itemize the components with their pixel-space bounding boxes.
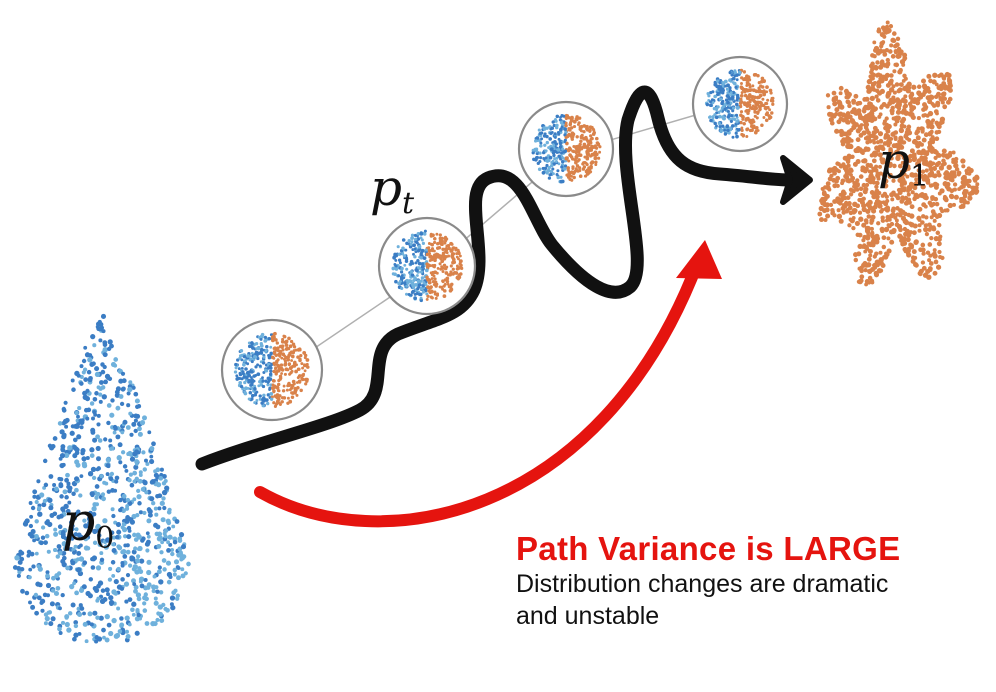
label-pt: pt (370, 159, 415, 221)
caption-block: Path Variance is LARGE Distribution chan… (516, 530, 986, 632)
label-p1: p1 (878, 132, 929, 194)
linear-interpolation-guide (271, 101, 741, 378)
caption-line-2: and unstable (516, 602, 660, 630)
wavy-probability-path (195, 85, 797, 471)
red-curved-arrow (254, 256, 704, 528)
label-p0: p0 (62, 493, 114, 556)
caption-line-1: Distribution changes are dramatic (516, 570, 889, 598)
target-distribution-leaf (817, 20, 980, 287)
intermediate-distribution-circle (377, 216, 477, 316)
caption-title: Path Variance is LARGE (516, 530, 901, 567)
red-arrowhead (676, 240, 722, 279)
source-distribution-drop (12, 313, 191, 644)
intermediate-distribution-circle (220, 318, 324, 422)
intermediate-distribution-circle (517, 100, 615, 198)
wavy-path-arrowhead (780, 155, 813, 205)
intermediate-distribution-circle (691, 55, 789, 153)
